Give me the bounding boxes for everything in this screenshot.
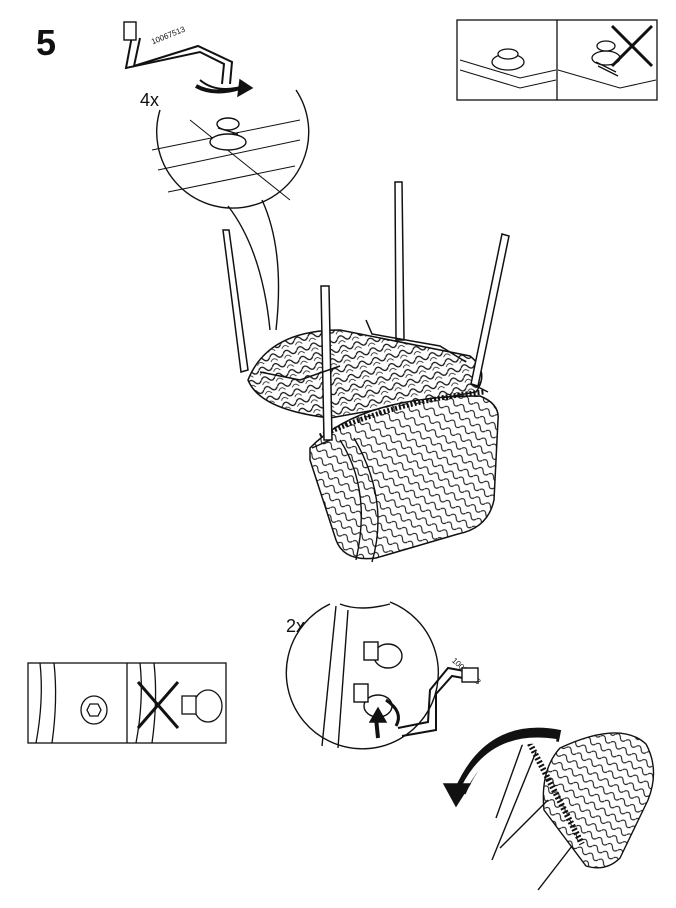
chair-upside-down: [222, 181, 510, 560]
allen-key-icon: [123, 21, 234, 85]
rotate-arrow-icon: [368, 698, 400, 739]
chair-flip-illustration: [442, 727, 655, 891]
cross-out-icon: [136, 681, 180, 729]
detail-circle-top: [123, 21, 310, 331]
flip-arrow-icon: [442, 727, 562, 808]
step-number: 5: [36, 22, 57, 63]
bolt-icon: [363, 641, 403, 669]
cross-out-icon: [610, 24, 654, 68]
bolt-check-panel-top: [456, 19, 658, 101]
rotate-arrow-icon: [195, 78, 254, 98]
bolt-check-panel-bottom: [27, 662, 227, 744]
quantity-top: 4x: [140, 90, 160, 110]
detail-circle-bottom: [285, 437, 479, 750]
